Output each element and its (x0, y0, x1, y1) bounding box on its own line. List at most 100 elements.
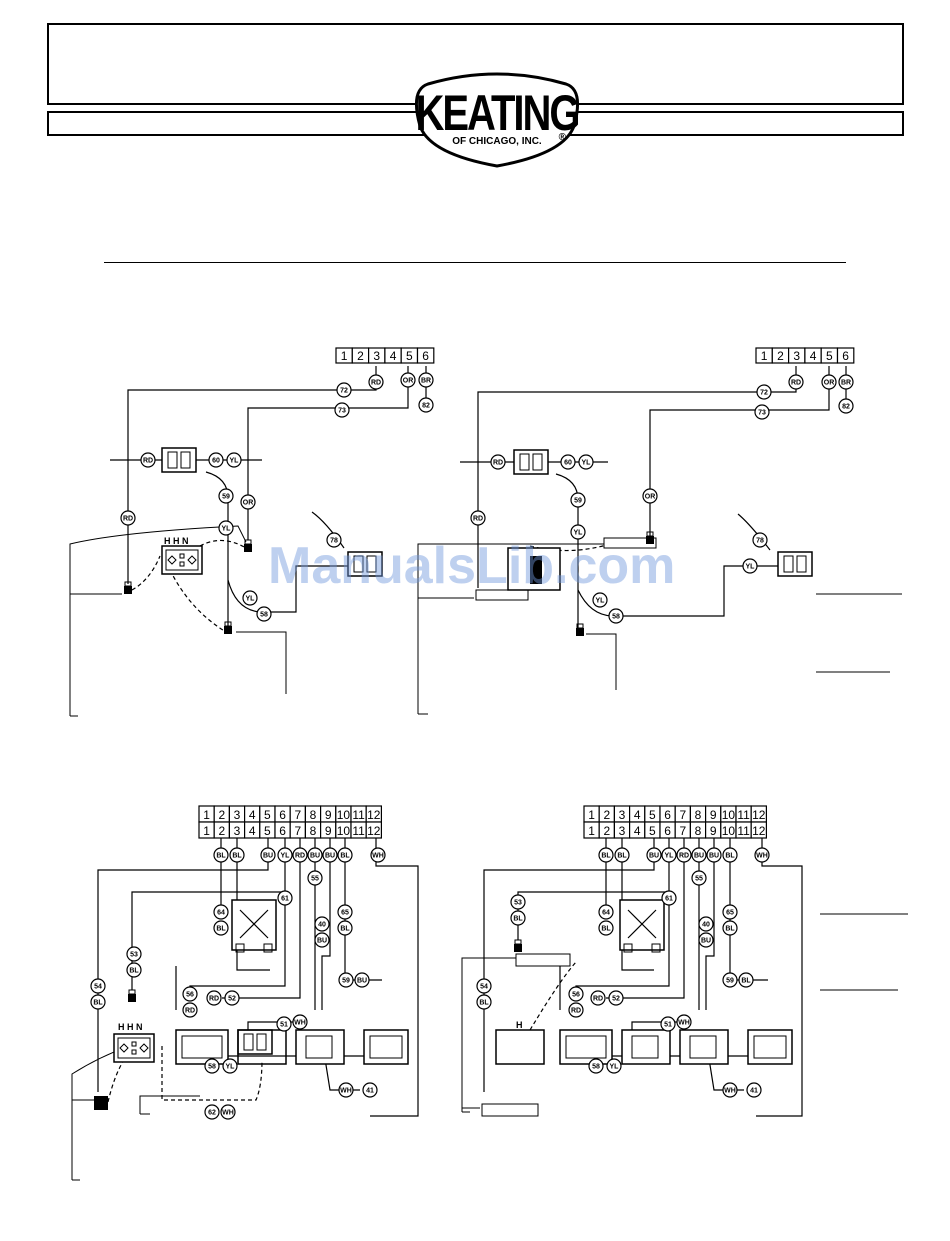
bottom-left-terminal-label: 1 (203, 824, 210, 838)
wire-tag: BU (260, 847, 276, 863)
wire-tag-label: WH (294, 1020, 306, 1027)
wire-tag: WH (676, 1014, 692, 1030)
top-right-terminal-label: 3 (793, 349, 800, 363)
wire-tag: BR (418, 372, 434, 388)
wire-tag: BU (706, 847, 722, 863)
bottom-right-terminal-label: 6 (664, 808, 671, 822)
top-right-terminal-label: 5 (826, 349, 833, 363)
wire-tag-label: WH (222, 1110, 234, 1117)
bottom-left-terminal-label: 11 (352, 824, 365, 838)
wire-tag: RD (490, 454, 506, 470)
wire-tag-label: 65 (726, 910, 734, 917)
wire-tag: BL (614, 847, 630, 863)
wire-tag: WH (338, 1082, 354, 1098)
bottom-right-terminal-label: 3 (619, 808, 626, 822)
wire-tag: BL (90, 994, 106, 1010)
top-right-terminal-label: 1 (761, 349, 768, 363)
wire-tag-label: BL (216, 853, 226, 860)
wire-tag: 72 (336, 382, 352, 398)
bottom-left-terminal-label: 7 (294, 808, 301, 822)
wire-tag: YL (277, 847, 293, 863)
wire-tag: RD (182, 1002, 198, 1018)
bottom-right-terminal-label: 2 (603, 808, 610, 822)
wire-tag: RD (568, 1002, 584, 1018)
bottom-left-terminal-label: 2 (218, 824, 225, 838)
wire-tag: BL (598, 920, 614, 936)
bottom-left-terminal-label: 12 (367, 808, 381, 822)
bottom-left-terminal-label: 3 (234, 808, 241, 822)
wire-tag-label: RD (209, 996, 219, 1003)
wire-tag-label: 56 (572, 992, 580, 999)
wire-tag: BL (126, 962, 142, 978)
wire-tag: 59 (722, 972, 738, 988)
wire-tag-label: 59 (342, 978, 350, 985)
wire-tag: 64 (598, 904, 614, 920)
wire-tag: BU (314, 932, 330, 948)
wire-tag: BL (722, 920, 738, 936)
wire-tag: 51 (660, 1016, 676, 1032)
top-left-terminal-label: 2 (357, 349, 364, 363)
wire-tag: 82 (418, 397, 434, 413)
wire-tag-label: BR (841, 380, 851, 387)
bottom-left-terminal-label: 4 (249, 824, 256, 838)
wire-tag: YL (226, 452, 242, 468)
wire-tag: 58 (256, 606, 272, 622)
wire-tag-label: 72 (340, 388, 348, 395)
wire-tag: 41 (362, 1082, 378, 1098)
top-left-terminal-label: 6 (422, 349, 429, 363)
wire-tag-label: BU (325, 853, 335, 860)
wire-tag: 61 (277, 890, 293, 906)
wire-tag-label: BU (263, 853, 273, 860)
wire-tag-label: YL (281, 853, 291, 860)
wire-tag-label: YL (222, 526, 232, 533)
wire-tag: BL (722, 847, 738, 863)
wire-tag-label: RD (123, 516, 133, 523)
wire-tag: BU (322, 847, 338, 863)
wire-tag: WH (754, 847, 770, 863)
bottom-left-terminal-label: 10 (337, 808, 351, 822)
wire-tag: 52 (608, 990, 624, 1006)
wire-tag-label: 78 (330, 538, 338, 545)
wire-tag: BL (213, 920, 229, 936)
wire-tag-label: BL (617, 853, 627, 860)
wire-tag-label: RD (371, 380, 381, 387)
wire-tag: BL (510, 910, 526, 926)
bottom-right-terminal-label: 11 (737, 824, 750, 838)
switch-position-label: H H N (164, 536, 189, 546)
wire-tag: OR (821, 374, 837, 390)
registered-mark: ® (558, 132, 566, 143)
wire-tag: 55 (691, 870, 707, 886)
wire-tag: BU (354, 972, 370, 988)
wire-tag-label: OR (645, 494, 656, 501)
wire-tag: BL (476, 994, 492, 1010)
wire-tag: 41 (746, 1082, 762, 1098)
wire-tag-label: 58 (612, 614, 620, 621)
wire-tag: 82 (838, 398, 854, 414)
wire-tag-label: BL (93, 1000, 103, 1007)
bottom-right-terminal-label: 10 (722, 824, 736, 838)
bottom-left-terminal-label: 1 (203, 808, 210, 822)
logo-badge-shape (414, 72, 580, 168)
wire-tag-label: 62 (208, 1110, 216, 1117)
wire-tag-label: BU (709, 853, 719, 860)
top-left-terminal-label: 5 (406, 349, 413, 363)
bottom-left-terminal-label: 11 (352, 808, 365, 822)
wire-tag-label: YL (610, 1064, 620, 1071)
wire-tag: BU (307, 847, 323, 863)
wire-tag-label: 60 (564, 460, 572, 467)
bottom-right-terminal-label: 6 (664, 824, 671, 838)
wire-tag-label: BL (601, 926, 611, 933)
wire-tag: 55 (307, 870, 323, 886)
top-left-terminal-label: 4 (390, 349, 397, 363)
wire-tag-label: 58 (208, 1064, 216, 1071)
wire-tag: 54 (476, 978, 492, 994)
bottom-left-terminal-label: 5 (264, 808, 271, 822)
wire-tag-label: YL (230, 458, 240, 465)
wire-tag: BR (838, 374, 854, 390)
wire-tag-label: YL (665, 853, 675, 860)
wire-tag: 73 (334, 402, 350, 418)
wire-tag: RD (368, 374, 384, 390)
